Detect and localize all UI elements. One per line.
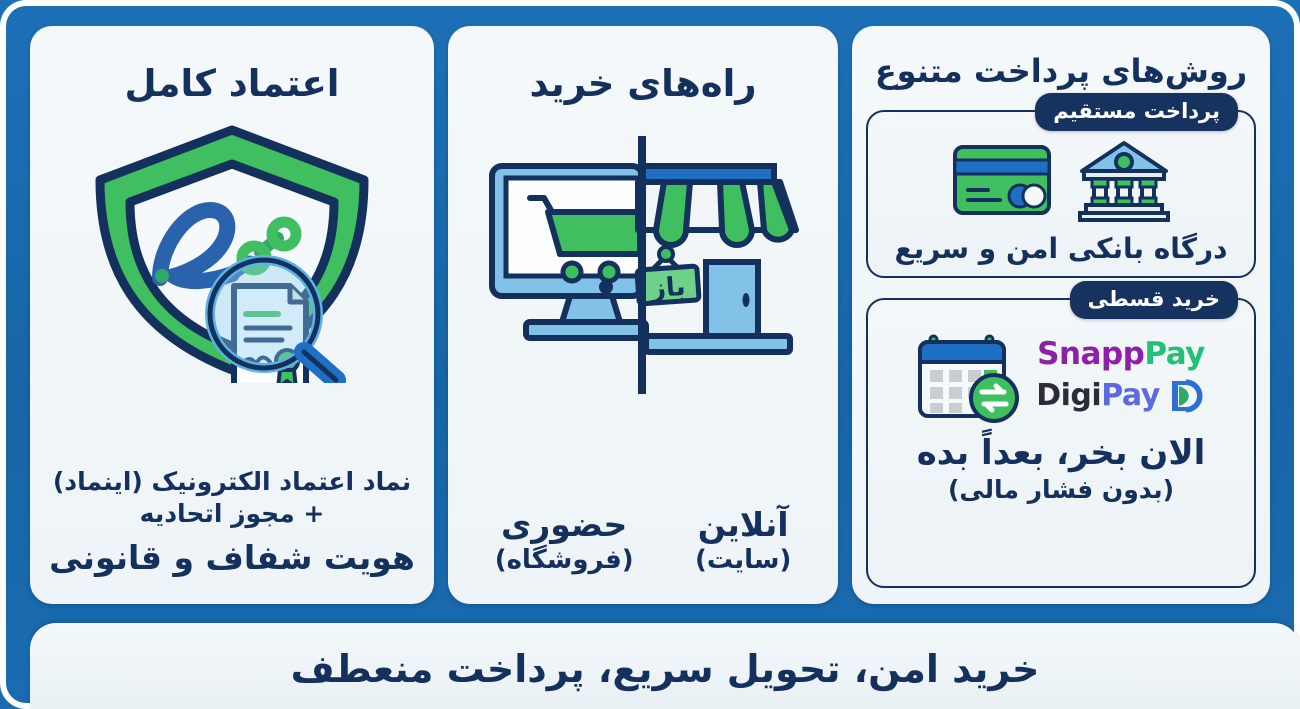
option-inperson-sub: (فروشگاه) bbox=[494, 545, 634, 576]
shop-open-sign-text: باز bbox=[648, 272, 687, 304]
enamad-shield-icon bbox=[82, 118, 382, 384]
badge-direct-payment: پرداخت مستقیم bbox=[1035, 93, 1238, 132]
digipay-part1: Digi bbox=[1036, 378, 1102, 414]
option-inperson-label: حضوری bbox=[501, 505, 628, 545]
digipay-part2: Pay bbox=[1101, 378, 1160, 414]
card-buy-ways-title: راه‌های خرید bbox=[529, 62, 757, 105]
installment-caption-small: (بدون فشار مالی) bbox=[947, 475, 1175, 505]
option-online-label: آنلاین bbox=[697, 505, 789, 545]
trust-captions: نماد اعتماد الکترونیک (اینماد) + مجوز ات… bbox=[49, 466, 415, 594]
snapppay-part2: Pay bbox=[1144, 335, 1205, 372]
bank-building-icon bbox=[1078, 138, 1170, 223]
card-buy-ways: راه‌های خرید bbox=[448, 26, 838, 604]
snapppay-logo: SnappPay bbox=[1037, 336, 1205, 372]
digipay-mark-icon bbox=[1166, 376, 1206, 416]
installment-logos: SnappPay DigiPay bbox=[1036, 336, 1206, 416]
card-payment-methods: روش‌های پرداخت متنوع پرداخت مستقیم bbox=[852, 26, 1270, 604]
card-trust: اعتماد کامل bbox=[30, 26, 434, 604]
direct-payment-icons bbox=[952, 138, 1170, 223]
section-installment: خرید قسطی SnappPay bbox=[866, 280, 1256, 588]
buy-ways-options: آنلاین (سایت) حضوری (فروشگاه) bbox=[464, 506, 822, 594]
direct-payment-caption: درگاه بانکی امن و سریع bbox=[894, 232, 1228, 266]
cards-row: روش‌های پرداخت متنوع پرداخت مستقیم bbox=[30, 26, 1270, 604]
digipay-logo: DigiPay bbox=[1036, 376, 1206, 416]
card-trust-title: اعتماد کامل bbox=[124, 62, 340, 105]
option-online-sub: (سایت) bbox=[694, 545, 792, 576]
digipay-text: DigiPay bbox=[1036, 378, 1160, 413]
option-online: آنلاین (سایت) bbox=[695, 506, 791, 576]
monitor-storefront-icon: باز bbox=[478, 122, 808, 407]
installment-caption-big: الان بخر، بعداً بده bbox=[916, 432, 1206, 473]
credit-card-icon bbox=[952, 144, 1052, 216]
installment-caption: الان بخر، بعداً بده (بدون فشار مالی) bbox=[916, 432, 1206, 505]
card-payment-methods-title: روش‌های پرداخت متنوع bbox=[874, 52, 1248, 90]
section-direct-payment: پرداخت مستقیم bbox=[866, 93, 1256, 278]
option-inperson: حضوری (فروشگاه) bbox=[495, 506, 634, 576]
snapppay-part1: Snapp bbox=[1037, 335, 1145, 372]
calendar-installment-icon bbox=[916, 326, 1026, 426]
bottom-banner: خرید امن، تحویل سریع، پرداخت منعطف bbox=[30, 623, 1300, 709]
installment-top: SnappPay DigiPay bbox=[880, 326, 1242, 426]
bottom-banner-text: خرید امن، تحویل سریع، پرداخت منعطف bbox=[290, 647, 1040, 691]
trust-caption-line1: نماد اعتماد الکترونیک (اینماد) bbox=[52, 467, 412, 497]
badge-installment: خرید قسطی bbox=[1069, 280, 1238, 319]
trust-caption-large: هویت شفاف و قانونی bbox=[49, 538, 415, 578]
trust-caption-line2: + مجوز اتحادیه bbox=[139, 499, 325, 529]
